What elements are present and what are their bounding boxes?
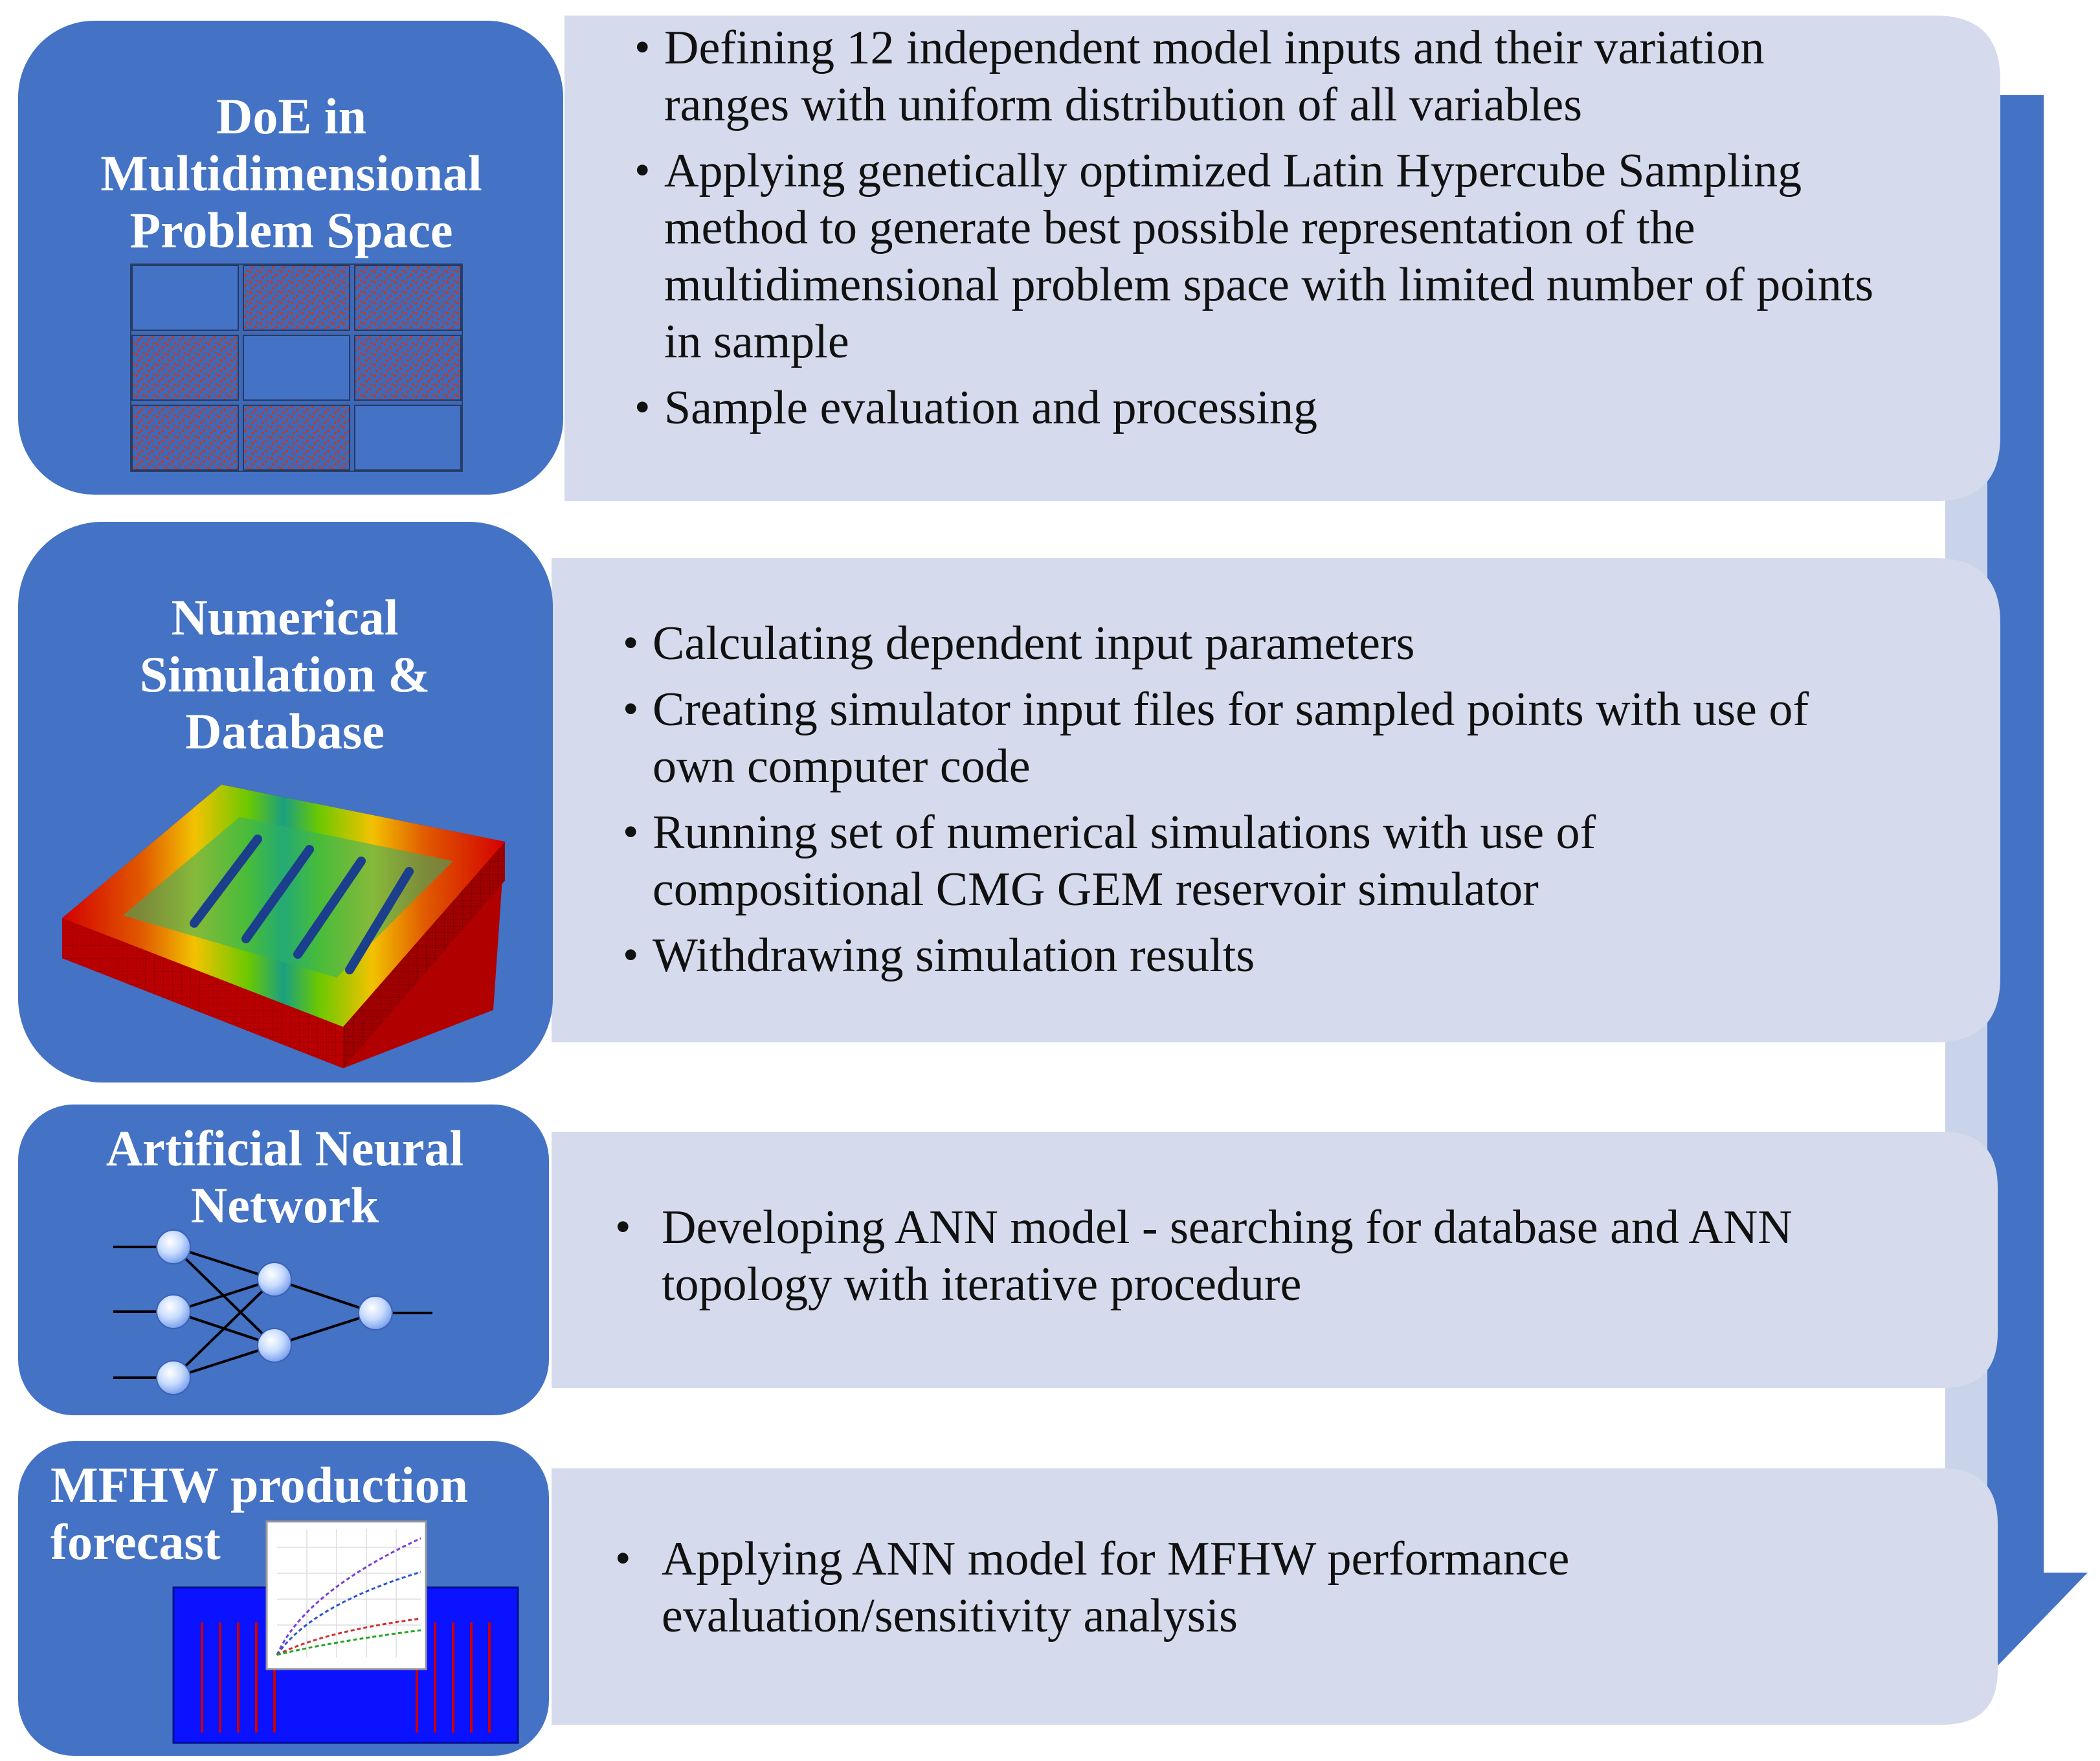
bullet-item: Defining 12 independent model inputs and… bbox=[634, 19, 1877, 133]
stage-title-ann: Artificial Neural Network bbox=[26, 1120, 544, 1234]
reservoir-model-illustration bbox=[62, 785, 505, 1068]
stage-title-simulation: Numerical Simulation & Database bbox=[39, 589, 531, 760]
title-line: Problem Space bbox=[129, 202, 453, 258]
stage-box-ann bbox=[18, 1105, 549, 1415]
title-line: Multidimensional bbox=[100, 145, 482, 201]
ann-network-illustration bbox=[113, 1229, 432, 1395]
title-line: forecast bbox=[50, 1514, 221, 1570]
bullet-item: Sample evaluation and processing bbox=[634, 379, 1877, 436]
bullet-item: Running set of numerical simulations wit… bbox=[623, 804, 1879, 918]
title-line: MFHW production bbox=[50, 1457, 469, 1513]
bullet-item: Creating simulator input files for sampl… bbox=[623, 681, 1879, 795]
title-line: DoE in bbox=[216, 88, 366, 144]
bullet-item: Applying genetically optimized Latin Hyp… bbox=[634, 142, 1877, 370]
bullet-list-ann: Developing ANN model - searching for dat… bbox=[615, 1199, 1897, 1322]
title-line: Database bbox=[185, 703, 385, 759]
bullet-item: Developing ANN model - searching for dat… bbox=[615, 1199, 1897, 1313]
stage-title-forecast: MFHW production forecast bbox=[50, 1457, 542, 1571]
stage-title-doe: DoE in Multidimensional Problem Space bbox=[39, 88, 544, 259]
bullet-item: Calculating dependent input parameters bbox=[623, 615, 1879, 672]
doe-scatter-matrix-illustration bbox=[130, 264, 463, 472]
forecast-illustration bbox=[172, 1520, 519, 1744]
title-line: Numerical bbox=[171, 589, 399, 645]
bullet-list-forecast: Applying ANN model for MFHW performance … bbox=[615, 1531, 1819, 1654]
title-line: Simulation & bbox=[139, 646, 430, 702]
title-line: Artificial Neural bbox=[106, 1120, 464, 1176]
title-line: Network bbox=[190, 1177, 379, 1233]
bullet-list-simulation: Calculating dependent input parameters C… bbox=[623, 615, 1879, 993]
panel-2 bbox=[552, 558, 2000, 1042]
bullet-item: Applying ANN model for MFHW performance … bbox=[615, 1531, 1819, 1644]
bullet-list-doe: Defining 12 independent model inputs and… bbox=[634, 19, 1877, 445]
bullet-item: Withdrawing simulation results bbox=[623, 927, 1879, 984]
